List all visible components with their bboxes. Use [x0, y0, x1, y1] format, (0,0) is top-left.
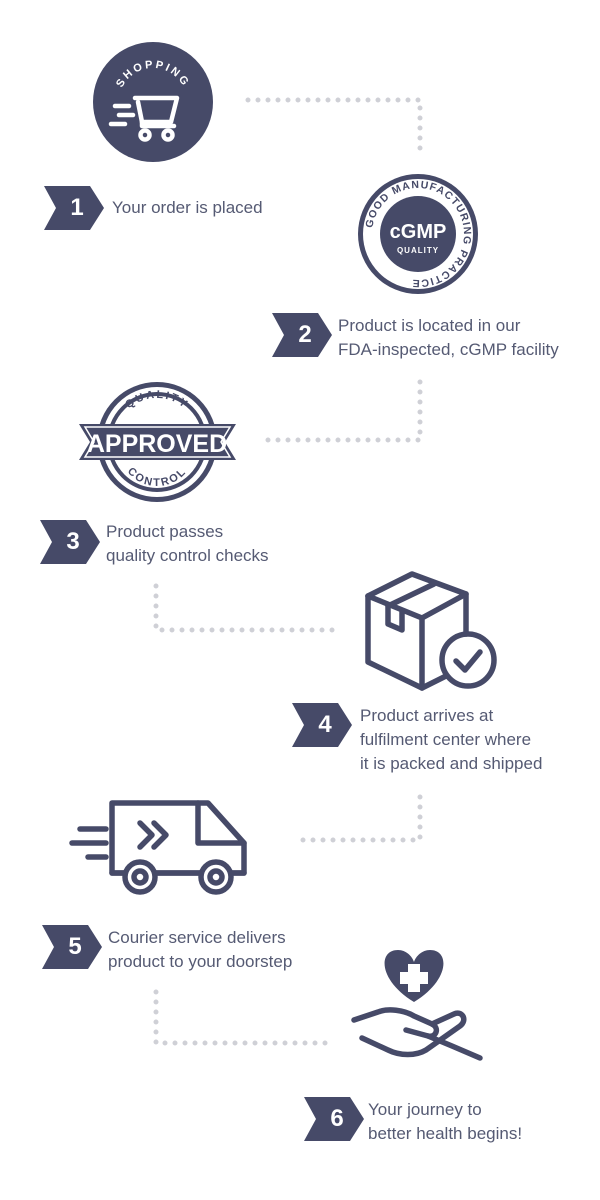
box-checkmark-icon [362, 566, 502, 691]
chevron-badge-icon [40, 520, 100, 564]
step-3-line-2: quality control checks [106, 546, 269, 565]
step-text-2: Product is located in our FDA-inspected,… [338, 314, 559, 362]
step-badge-2: 2 [272, 313, 332, 357]
step-badge-5: 5 [42, 925, 102, 969]
step-text-1: Your order is placed [112, 196, 263, 220]
shopping-cart-icon [108, 95, 180, 142]
cgmp-seal-icon: GOOD MANUFACTURING PRACTICE cGMP QUALITY [356, 172, 480, 296]
chevron-badge-icon [272, 313, 332, 357]
step-number-4: 4 [318, 711, 332, 738]
step-text-5: Courier service delivers product to your… [108, 926, 292, 974]
step-badge-4: 4 [292, 703, 352, 747]
step-number-5: 5 [68, 933, 82, 960]
chevron-badge-icon [44, 186, 104, 230]
step-4-line-3: it is packed and shipped [360, 754, 543, 773]
step-6-line-2: better health begins! [368, 1124, 523, 1143]
step-3-line-1: Product passes [106, 522, 224, 541]
chevron-badge-icon [304, 1097, 364, 1141]
step-1-line-1: Your order is placed [112, 198, 263, 217]
approved-main-text: APPROVED [87, 430, 227, 458]
step-5-line-1: Courier service delivers [108, 928, 286, 947]
delivery-van-icon [69, 795, 260, 900]
step-6-line-1: Your journey to [368, 1100, 482, 1119]
step-text-3: Product passes quality control checks [106, 520, 269, 568]
step-badge-1: 1 [44, 186, 104, 230]
step-4-line-1: Product arrives at [360, 706, 494, 725]
step-5-line-2: product to your doorstep [108, 952, 293, 971]
step-number-1: 1 [70, 194, 84, 221]
step-badge-3: 3 [40, 520, 100, 564]
shopping-badge: SHOPPING [93, 42, 213, 162]
cgmp-main-text: cGMP [390, 221, 447, 243]
step-text-6: Your journey to better health begins! [368, 1098, 522, 1146]
step-number-2: 2 [298, 321, 312, 348]
quality-approved-stamp-icon: QUALITY CONTROL APPROVED [75, 378, 240, 508]
cgmp-sub-text: QUALITY [397, 246, 439, 255]
step-2-line-2: FDA-inspected, cGMP facility [338, 340, 559, 359]
hand-heart-icon [348, 950, 488, 1075]
step-number-3: 3 [66, 528, 80, 555]
chevron-badge-icon [292, 703, 352, 747]
step-2-line-1: Product is located in our [338, 316, 521, 335]
step-number-6: 6 [330, 1105, 344, 1132]
chevron-badge-icon [42, 925, 102, 969]
step-text-4: Product arrives at fulfilment center whe… [360, 704, 542, 776]
step-4-line-2: fulfilment center where [360, 730, 532, 749]
step-badge-6: 6 [304, 1097, 364, 1141]
